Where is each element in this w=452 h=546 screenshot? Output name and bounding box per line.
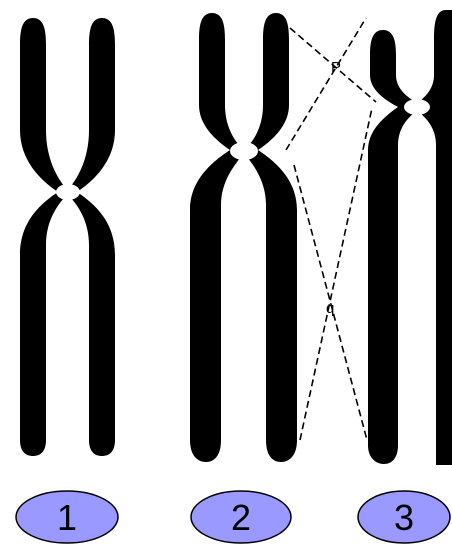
- chromosome-2-chromatid-right: [248, 13, 297, 462]
- chromosome-3-badge: 3: [358, 491, 450, 543]
- chromosome-2-chromatid-left: [190, 13, 240, 462]
- p-arm-label: P: [331, 59, 341, 76]
- q-arm-label: q: [326, 300, 334, 317]
- chromosome-2-centromere: [230, 142, 258, 160]
- chromosome-2: [190, 13, 297, 462]
- chromosome-1: [20, 18, 115, 456]
- chromosome-2-badge: 2: [191, 491, 291, 543]
- chromosome-1-number: 1: [57, 497, 77, 538]
- chromosome-3-number: 3: [394, 497, 414, 538]
- chromosome-3: [368, 10, 452, 465]
- comparison-guides: [286, 18, 376, 440]
- chromosome-1-centromere: [56, 184, 80, 200]
- chromosome-1-badge: 1: [16, 491, 118, 543]
- p-arm-guide-cross: [286, 18, 366, 150]
- chromosome-1-chromatid-left: [20, 18, 64, 456]
- chromosome-3-chromatid-right: [420, 10, 452, 465]
- chromosome-3-chromatid-left: [368, 30, 414, 464]
- q-arm-guide-right: [300, 108, 372, 440]
- chromosome-2-number: 2: [231, 497, 251, 538]
- chromosome-3-centromere: [404, 99, 430, 115]
- chromosome-1-chromatid-right: [71, 18, 115, 456]
